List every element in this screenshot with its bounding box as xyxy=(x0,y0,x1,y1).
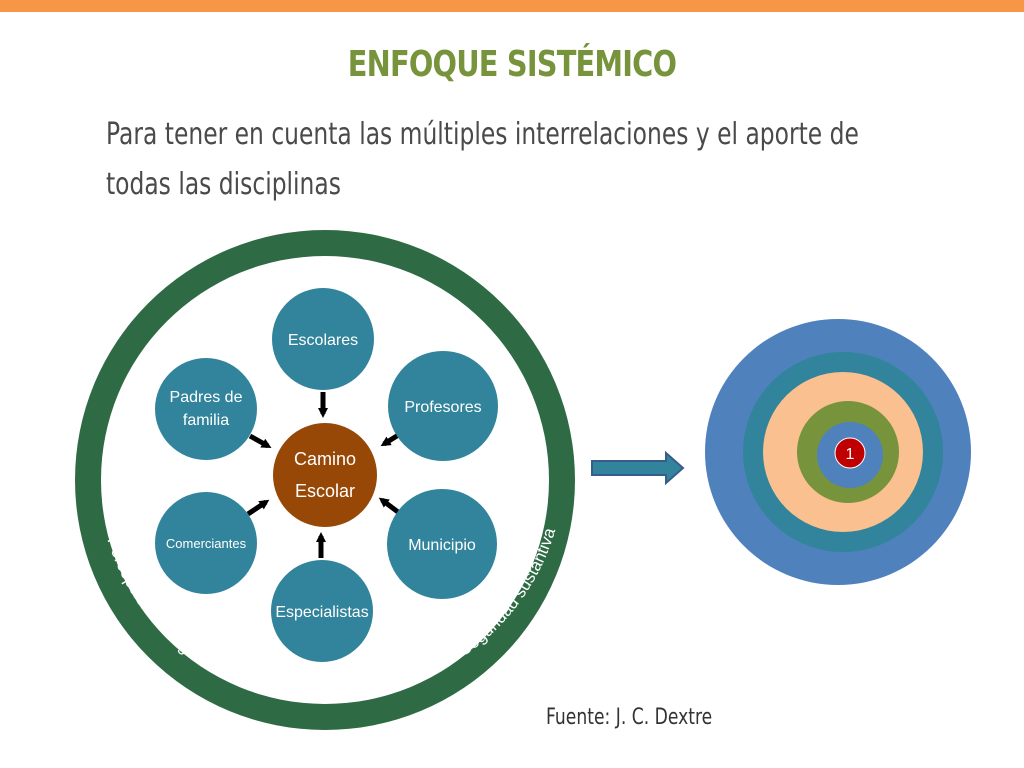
arrow-padres xyxy=(248,433,272,449)
node-profesores: Profesores xyxy=(388,351,498,461)
svg-text:familia: familia xyxy=(183,412,229,429)
svg-text:Camino: Camino xyxy=(294,449,356,469)
top-accent-bar xyxy=(0,0,1024,12)
subtitle-line-2: todas las disciplinas xyxy=(106,167,341,202)
target-core xyxy=(834,437,866,469)
page-title: ENFOQUE SISTÉMICO xyxy=(347,44,677,85)
svg-text:Especialistas: Especialistas xyxy=(275,604,368,621)
target-number: 1 xyxy=(846,446,855,463)
node-escolares: Escolares xyxy=(272,288,374,390)
arrows-to-center xyxy=(246,392,402,558)
concentric-target: 1 xyxy=(705,319,971,585)
svg-text:Escolar: Escolar xyxy=(295,481,355,501)
node-camino-escolar: Camino Escolar xyxy=(273,423,377,527)
right-block-arrow xyxy=(591,450,685,486)
arrow-comerciantes xyxy=(246,499,270,517)
subtitle-line-1: Para tener en cuenta las múltiples inter… xyxy=(106,117,859,152)
node-especialistas: Especialistas xyxy=(271,560,373,662)
node-padres-de-familia: Padres de familia xyxy=(155,358,257,460)
svg-text:Escolares: Escolares xyxy=(288,332,358,349)
page-subtitle: Para tener en cuenta las múltiples inter… xyxy=(106,110,917,210)
source-credit: Fuente: J. C. Dextre xyxy=(546,705,713,730)
svg-text:Padres de: Padres de xyxy=(170,389,243,406)
node-comerciantes: Comerciantes xyxy=(155,492,257,594)
node-municipio: Municipio xyxy=(387,489,497,599)
svg-text:Profesores: Profesores xyxy=(404,399,481,416)
svg-text:Comerciantes: Comerciantes xyxy=(166,536,247,551)
svg-text:Municipio: Municipio xyxy=(408,537,476,554)
arrow-municipio xyxy=(378,497,400,514)
